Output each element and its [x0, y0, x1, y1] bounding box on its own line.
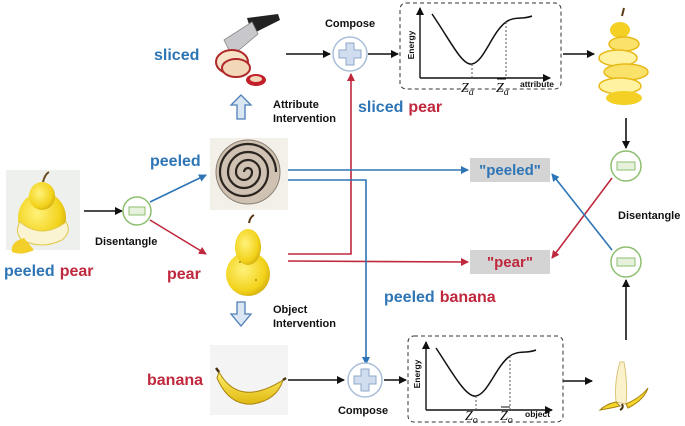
sliced-pear-image [598, 7, 649, 105]
label-banana: banana [147, 372, 203, 389]
sliced-apple-knife-image [215, 14, 280, 86]
energy-ylabel-top: Energy [406, 30, 416, 59]
energy-xlabel-bottom: object [525, 409, 550, 419]
token-pear: "pear" [470, 250, 550, 274]
energy-min-label-top: Za [461, 81, 474, 98]
peeled-banana-image [598, 361, 649, 411]
disentangle-node-right-bottom [610, 246, 642, 278]
label-attribute-intervention-1: Attribute [273, 99, 319, 111]
edge-pear-token [287, 257, 469, 266]
label-pear: pear [167, 266, 201, 283]
token-peeled-text: "peeled" [479, 162, 541, 179]
energy-bar-label-top: Za [496, 81, 509, 98]
edge-right-to-pear-token [551, 177, 613, 259]
energy-curve-top [431, 13, 533, 65]
label-disentangle-right: Disentangle [618, 210, 680, 222]
energy-curve-bottom [435, 347, 537, 397]
edge-pear-compose-top [288, 73, 355, 255]
disentangle-node-left [122, 196, 152, 226]
label-compose-top: Compose [325, 18, 375, 30]
peeled-pear-image [6, 170, 80, 254]
energy-ylabel-bottom: Energy [412, 359, 422, 388]
label-peeled: peeled [150, 153, 201, 170]
energy-bar-label-bottom: Zo [500, 409, 513, 426]
edge-disentangle-peeled [149, 174, 207, 203]
edge-peeled-compose-bottom [288, 179, 370, 365]
token-pear-text: "pear" [487, 254, 533, 271]
attribute-intervention-arrow [229, 94, 253, 120]
label-disentangle-left: Disentangle [95, 236, 157, 248]
label-sliced: sliced [154, 47, 199, 64]
compose-node-top[interactable] [332, 36, 368, 72]
disentangle-node-right-top [610, 150, 642, 182]
compose-node-bottom[interactable] [347, 362, 383, 398]
label-object-intervention-2: Intervention [273, 318, 336, 330]
object-intervention-arrow [229, 301, 253, 328]
banana-image [210, 345, 288, 415]
pear-image [226, 214, 270, 296]
label-object-intervention-1: Object [273, 304, 308, 316]
energy-plot-top: Energy attribute Za Za [399, 2, 562, 98]
energy-min-label-bottom: Zo [465, 409, 478, 426]
energy-xlabel-top: attribute [520, 79, 554, 89]
label-compose-bottom: Compose [338, 405, 388, 417]
token-peeled: "peeled" [470, 158, 550, 182]
edge-right-to-peeled-token [551, 173, 613, 251]
energy-plot-bottom: Energy object Zo Zo [407, 335, 564, 426]
peel-spiral-image [210, 138, 288, 210]
label-attribute-intervention-2: Intervention [273, 113, 336, 125]
edge-disentangle-pear [149, 219, 207, 255]
